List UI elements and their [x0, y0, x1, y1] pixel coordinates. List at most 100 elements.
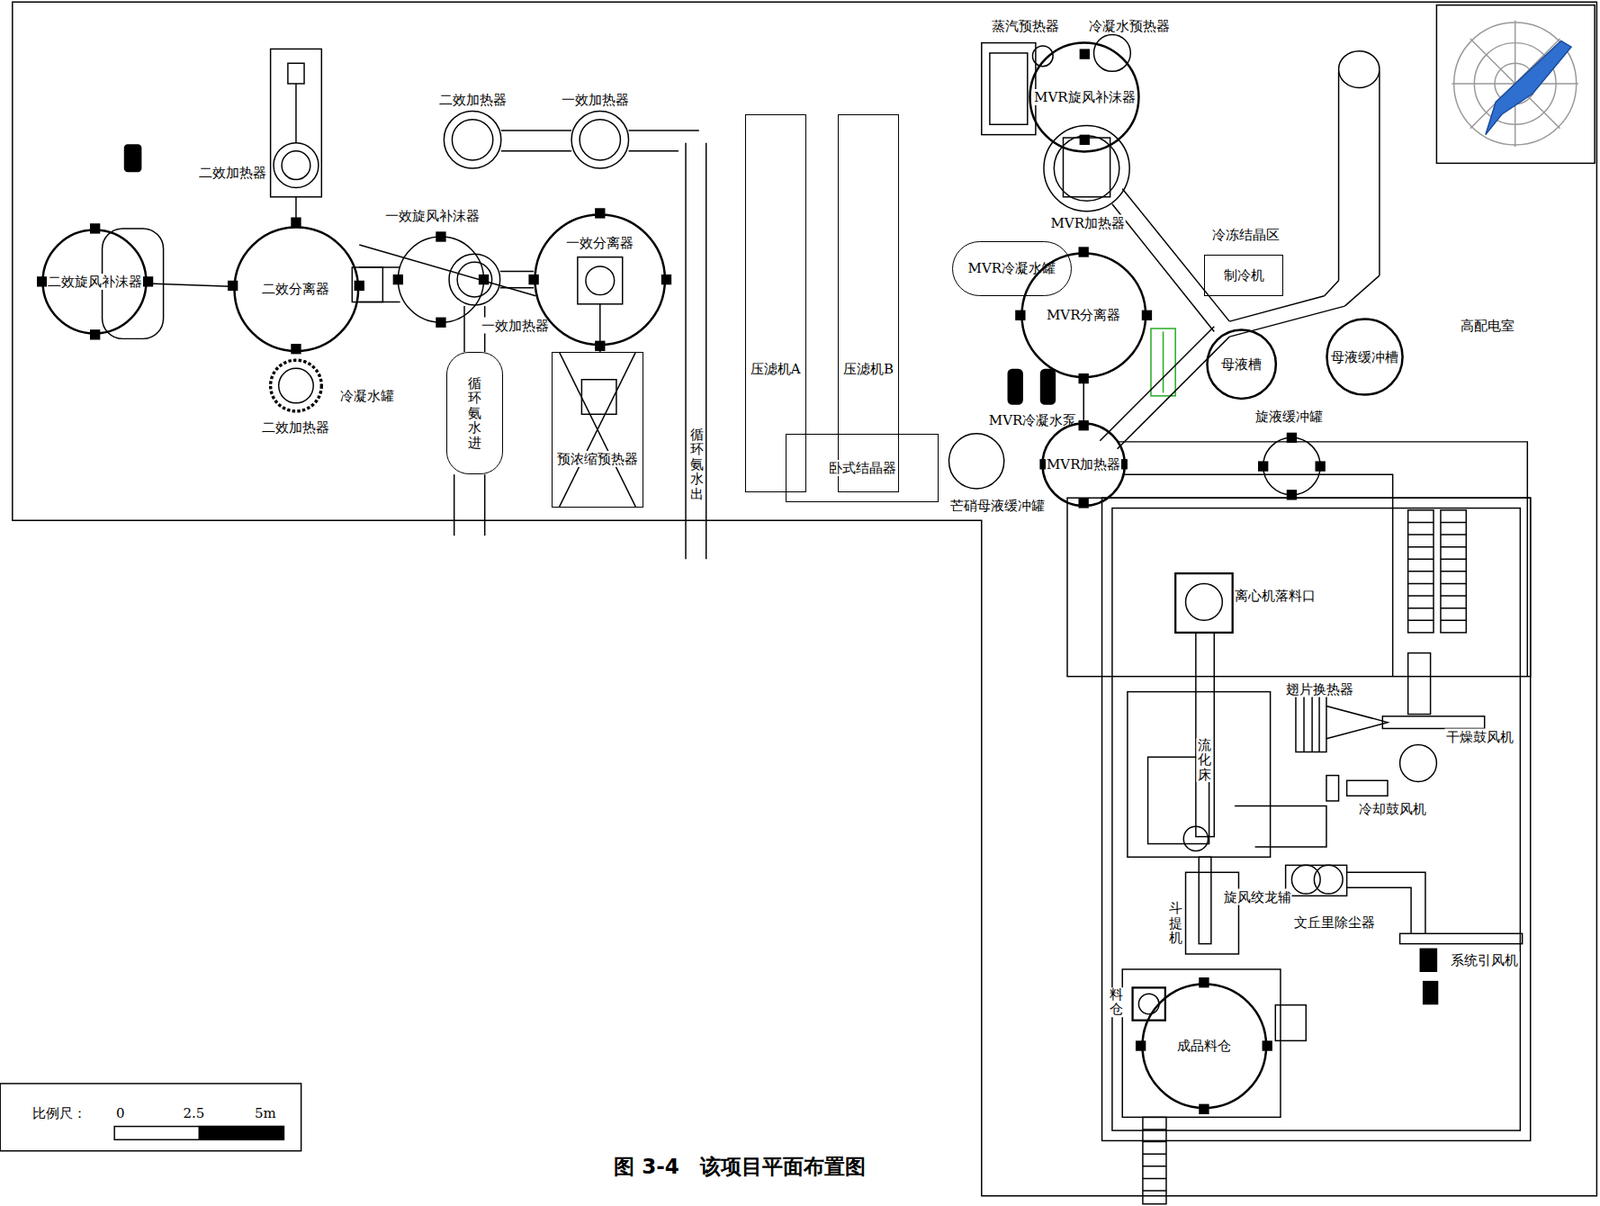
label-anchor: 循环氨水出: [689, 426, 705, 502]
nozzle-mark: [1079, 48, 1090, 59]
nozzle-mark: [227, 280, 238, 291]
part-label: 二效加热器: [197, 163, 268, 180]
part-label: 冷冻结晶区: [1211, 225, 1281, 243]
equipment-label: MVR分离器: [1045, 306, 1123, 324]
vessel-circle: MVR加热器: [1041, 422, 1126, 507]
label-anchor: MVR加热器: [1050, 214, 1127, 232]
vessel-circle: 母液槽: [1205, 328, 1277, 400]
label-anchor: 二效加热器: [438, 89, 508, 108]
nozzle-mark: [661, 274, 672, 285]
equipment-label: 压滤机A: [749, 360, 802, 378]
part-label: 5m: [253, 1104, 278, 1121]
equipment-label: 母液缓冲槽: [1330, 349, 1400, 366]
equipment-label: 成品料仓: [1176, 1037, 1232, 1054]
part-label: 离心机落料口: [1233, 587, 1317, 604]
label-anchor: 比例尺：: [31, 1103, 88, 1121]
nozzle-mark: [435, 317, 446, 328]
equipment-label: MVR旋风补沫器: [1033, 89, 1137, 106]
nozzle-mark: [1286, 432, 1297, 443]
vessel-circle: MVR分离器: [1020, 251, 1148, 379]
part-label: 一效旋风补沫器: [384, 207, 481, 225]
part-label: 旋风绞龙辅: [1222, 888, 1293, 905]
equipment-box: 制冷机: [1204, 254, 1284, 296]
part-label: 流化床: [1196, 737, 1213, 783]
equipment-box: 压滤机A: [745, 114, 807, 493]
part-label: 文丘里除尘器: [1293, 913, 1376, 930]
part-label: 翅片换热器: [1285, 681, 1355, 698]
label-anchor: 斗提机: [1168, 900, 1184, 946]
nozzle-mark: [1286, 489, 1297, 500]
label-anchor: 高配电室: [1459, 315, 1516, 333]
circle-outline: [533, 213, 666, 346]
part-label: 一效加热器: [560, 90, 630, 108]
nozzle-mark: [1258, 460, 1268, 471]
nozzle-mark: [594, 207, 605, 218]
part-label: 蒸汽预热器: [990, 17, 1061, 35]
part-label: 高配电室: [1459, 316, 1516, 333]
part-label: 斗提机: [1168, 900, 1184, 946]
label-anchor: 料仓: [1108, 987, 1124, 1018]
label-anchor: 系统引风机: [1449, 950, 1520, 968]
label-anchor: 冷凝水预热器: [1087, 17, 1171, 35]
equipment-label: 卧式结晶器: [827, 459, 898, 477]
label-anchor: 5m: [253, 1103, 278, 1121]
part-label: 系统引风机: [1449, 951, 1520, 968]
nozzle-mark: [435, 231, 446, 242]
vessel-circle: 成品料仓: [1141, 982, 1268, 1110]
part-label: 芒硝母液缓冲罐: [949, 497, 1046, 514]
part-label: MVR加热器: [1050, 215, 1127, 232]
nozzle-mark: [36, 276, 47, 287]
label-anchor: 一效加热器: [480, 315, 550, 333]
nozzle-mark: [1262, 1040, 1273, 1051]
pipe-connector: [147, 283, 233, 287]
equipment-label: 二效分离器: [260, 280, 331, 297]
part-label: 一效加热器: [480, 316, 550, 333]
nozzle-mark: [1315, 460, 1326, 471]
label-anchor: 一效旋风补沫器: [384, 206, 481, 225]
part-label: 干燥鼓风机: [1445, 728, 1515, 745]
nozzle-mark: [478, 274, 489, 285]
equipment-label: 预浓缩预热器: [556, 450, 639, 468]
label-anchor: 0: [115, 1103, 126, 1121]
equipment-label: 制冷机: [1222, 267, 1266, 284]
label-anchor: 芒硝母液缓冲罐: [949, 496, 1046, 514]
equipment-box: 压滤机B: [837, 114, 899, 493]
label-anchor: 2.5: [182, 1103, 207, 1121]
label-anchor: 蒸汽预热器: [990, 17, 1061, 35]
equipment-label: 循环氨水进: [467, 376, 483, 451]
label-anchor: 二效加热器: [260, 417, 331, 435]
nozzle-mark: [1198, 977, 1209, 988]
equipment-box: 预浓缩预热器: [551, 351, 644, 507]
part-label: 料仓: [1108, 987, 1124, 1017]
vessel-circle: 二效旋风补沫器: [41, 228, 148, 335]
nozzle-mark: [1079, 134, 1090, 145]
equipment-box: 卧式结晶器: [785, 433, 939, 503]
pipe-connector: [1082, 378, 1085, 423]
equipment-label: 压滤机B: [842, 360, 895, 378]
nozzle-mark: [1078, 246, 1088, 257]
label-anchor: 文丘里除尘器: [1293, 912, 1376, 930]
label-anchor: 二效加热器: [197, 162, 268, 180]
label-anchor: 冷凝水罐: [339, 386, 396, 404]
nozzle-mark: [528, 274, 539, 285]
label-anchor: MVR冷凝水泵: [988, 411, 1079, 429]
nozzle-mark: [143, 276, 153, 287]
part-label: 0: [115, 1104, 126, 1121]
equipment-label: 母液槽: [1220, 356, 1263, 373]
equipment-label: MVR加热器: [1045, 456, 1123, 473]
nozzle-mark: [354, 280, 365, 291]
vessel-circle: MVR旋风补沫器: [1028, 41, 1141, 153]
equipment-box: 循环氨水进: [446, 351, 504, 475]
nozzle-mark: [89, 223, 100, 234]
figure-caption: 图 3-4 该项目平面布置图: [613, 1152, 866, 1181]
label-anchor: 旋风绞龙辅: [1222, 887, 1293, 905]
part-label: 冷却鼓风机: [1357, 800, 1428, 818]
label-anchor: 流化床: [1196, 737, 1213, 783]
vessel-circle: 母液缓冲槽: [1325, 317, 1404, 396]
vessel-circle: 一效分离器: [533, 213, 666, 346]
equipment-label: 二效旋风补沫器: [46, 273, 144, 290]
nozzle-mark: [1141, 310, 1152, 321]
